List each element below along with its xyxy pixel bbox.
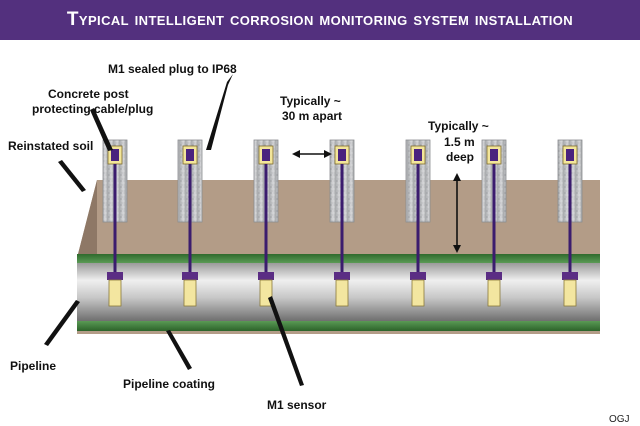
sensor-cable [568, 164, 572, 280]
m1-sensor [183, 279, 197, 307]
spacing-arrow [292, 150, 332, 158]
plug-pointer [206, 74, 233, 150]
depth-arrow [453, 173, 461, 253]
m1-sensor [411, 279, 425, 307]
sensor-cap [410, 272, 426, 280]
sensor-cap [334, 272, 350, 280]
pipeline-pointer [44, 300, 80, 346]
sealed-plug-core [338, 149, 346, 161]
plug-label: M1 sealed plug to IP68 [108, 62, 237, 76]
sealed-plug-core [186, 149, 194, 161]
sensor-unit [481, 139, 507, 307]
sensor-cable [492, 164, 496, 280]
spacing-label-line2: 30 m apart [282, 109, 342, 123]
coating-top-band [77, 254, 600, 263]
sensor-label: M1 sensor [267, 398, 327, 412]
post-pointer [90, 108, 113, 151]
pipeline-label: Pipeline [10, 359, 56, 373]
sensor-cap [562, 272, 578, 280]
sealed-plug-core [414, 149, 422, 161]
sensor-unit [177, 139, 203, 307]
sensor-unit [557, 139, 583, 307]
soil-side-face [77, 180, 97, 258]
sealed-plug-core [262, 149, 270, 161]
soil-pointer [58, 160, 86, 192]
sealed-plug-core [490, 149, 498, 161]
depth-label-line2: 1.5 m [444, 135, 475, 149]
sensor-cable [113, 164, 117, 280]
sealed-plug-core [111, 149, 119, 161]
coating-pointer [166, 330, 192, 370]
sensor-unit [329, 139, 355, 307]
coating-bottom-band [77, 321, 600, 331]
sensor-cap [258, 272, 274, 280]
installation-diagram: M1 sealed plug to IP68 Concrete post pro… [8, 62, 630, 425]
m1-sensor [335, 279, 349, 307]
sensor-cap [486, 272, 502, 280]
coating-label: Pipeline coating [123, 377, 215, 391]
title-bar: Typical intelligent corrosion monitoring… [0, 0, 640, 40]
depth-label-line3: deep [446, 150, 474, 164]
depth-label-line1: Typically ~ [428, 119, 489, 133]
soil-label: Reinstated soil [8, 139, 93, 153]
spacing-label-line1: Typically ~ [280, 94, 341, 108]
post-label-line1: Concrete post [48, 87, 129, 101]
sensor-pointer [268, 296, 304, 386]
sensor-cable [416, 164, 420, 280]
sensor-cable [188, 164, 192, 280]
post-label-line2: protecting cable/plug [32, 102, 153, 116]
m1-sensor [563, 279, 577, 307]
sensor-unit [405, 139, 431, 307]
sealed-plug-core [566, 149, 574, 161]
credit-label: OGJ [609, 414, 630, 425]
sensor-cable [340, 164, 344, 280]
sensor-unit [102, 139, 128, 307]
diagram-title: Typical intelligent corrosion monitoring… [66, 9, 574, 30]
sensor-cap [107, 272, 123, 280]
sensor-cap [182, 272, 198, 280]
sensor-cable [264, 164, 268, 280]
m1-sensor [108, 279, 122, 307]
m1-sensor [487, 279, 501, 307]
